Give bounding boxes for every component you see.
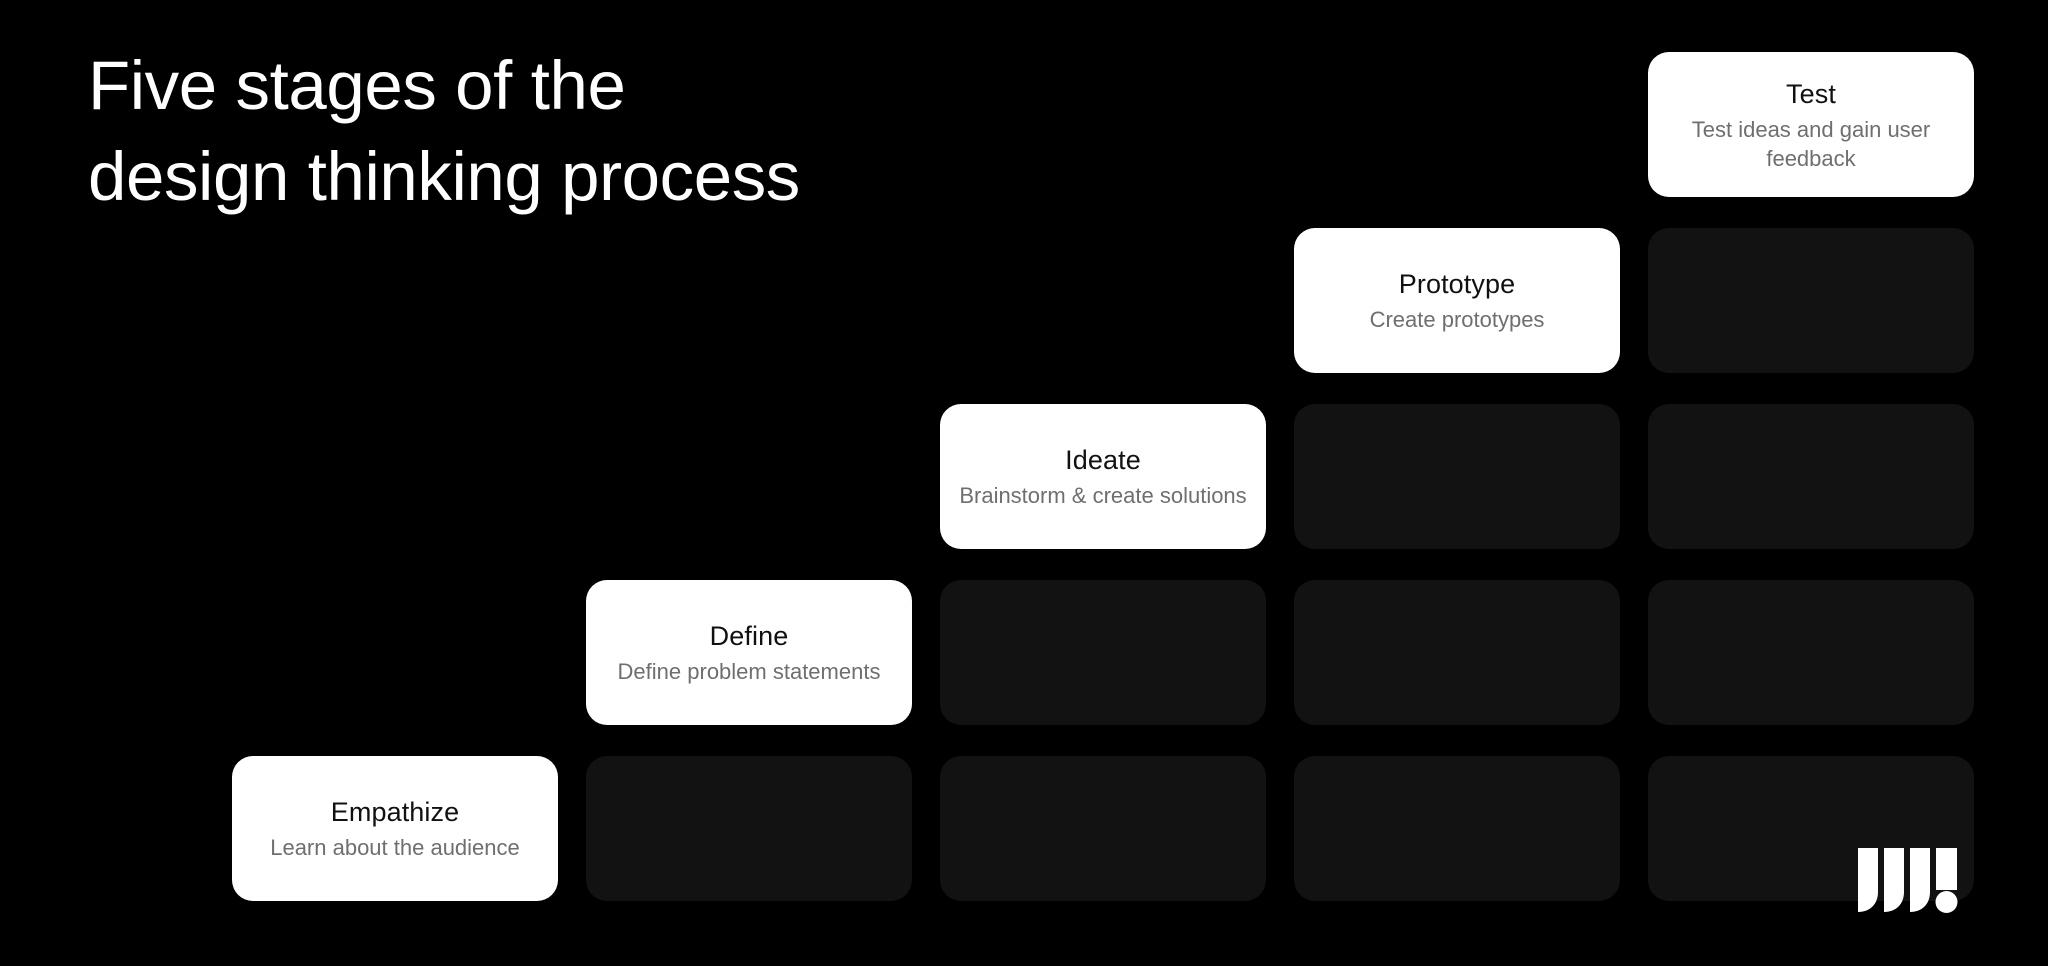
placeholder-card	[1294, 580, 1620, 725]
placeholder-card	[1294, 404, 1620, 549]
stage-card-define[interactable]: Define Define problem statements	[586, 580, 912, 725]
stage-grid: Test Test ideas and gain user feedback P…	[232, 52, 1974, 912]
stage-card-empathize[interactable]: Empathize Learn about the audience	[232, 756, 558, 901]
stage-title-define: Define	[709, 621, 789, 651]
stage-description-define: Define problem statements	[617, 659, 881, 684]
placeholder-card	[940, 580, 1266, 725]
stage-card-test[interactable]: Test Test ideas and gain user feedback	[1648, 52, 1974, 197]
placeholder-card	[1648, 580, 1974, 725]
stage-description-ideate: Brainstorm & create solutions	[959, 483, 1247, 508]
page-title: Five stages of the design thinking proce…	[88, 40, 1088, 222]
page-title-line-2: design thinking process	[88, 138, 800, 215]
stage-description-prototype: Create prototypes	[1369, 307, 1545, 332]
stage-description-test: Test ideas and gain user feedback	[1691, 116, 1931, 171]
stage-title-test: Test	[1786, 78, 1836, 109]
stage-title-prototype: Prototype	[1398, 269, 1516, 299]
stage-card-prototype[interactable]: Prototype Create prototypes	[1294, 228, 1620, 373]
placeholder-card	[1294, 756, 1620, 901]
placeholder-card	[940, 756, 1266, 901]
brand-logo-icon	[1858, 848, 1958, 913]
stage-title-ideate: Ideate	[1065, 445, 1141, 475]
page-title-line-1: Five stages of the	[88, 47, 626, 124]
stage-card-ideate[interactable]: Ideate Brainstorm & create solutions	[940, 404, 1266, 549]
stage-description-empathize: Learn about the audience	[270, 835, 520, 860]
placeholder-card	[1648, 228, 1974, 373]
placeholder-card	[1648, 404, 1974, 549]
placeholder-card	[586, 756, 912, 901]
stage-title-empathize: Empathize	[330, 797, 460, 827]
brand-logo	[1858, 848, 1962, 914]
